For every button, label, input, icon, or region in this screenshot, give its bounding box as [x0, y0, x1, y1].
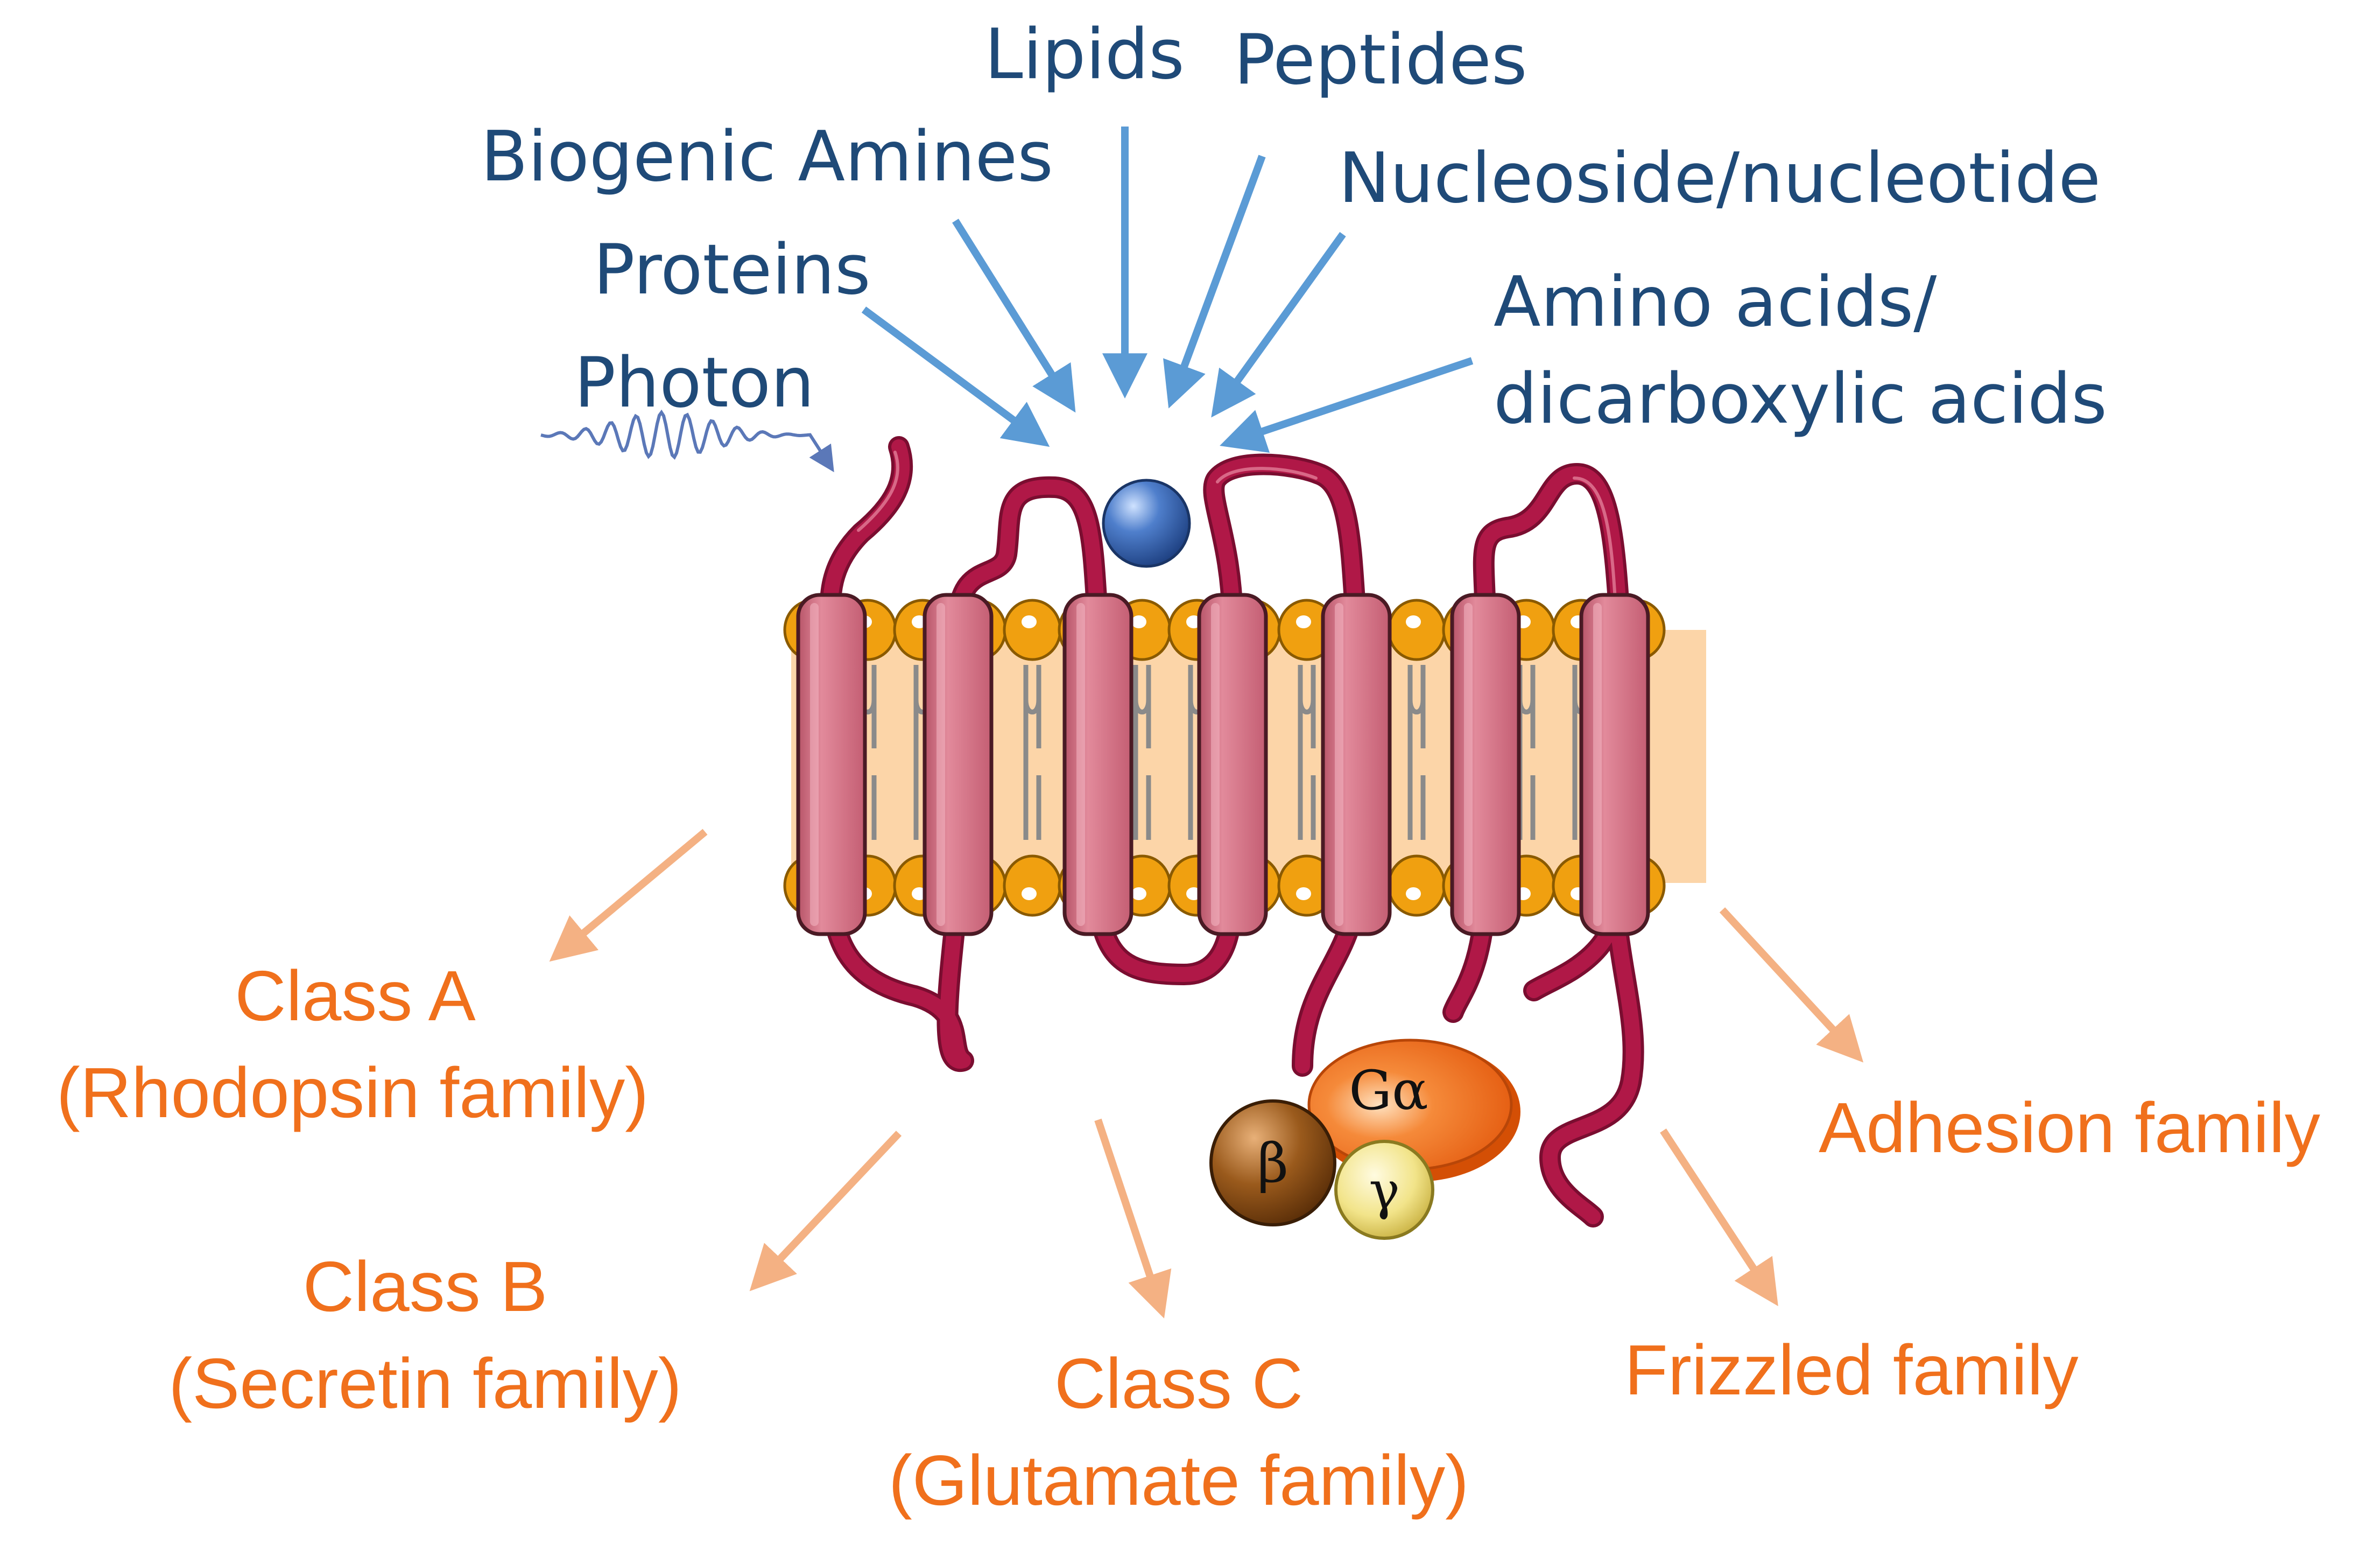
- label-amino-acids-line2: dicarboxylic acids: [1494, 359, 2107, 439]
- label-class-a-line1: Class A: [235, 956, 476, 1035]
- helix-tm4: [1197, 593, 1268, 936]
- helix-tm3: [1062, 593, 1133, 936]
- ligand-labels: Lipids Peptides Biogenic Amines Nucleosi…: [481, 15, 2107, 439]
- arrow-proteins: [861, 306, 1050, 447]
- lipid-molecule: [1277, 599, 1336, 917]
- g-alpha-label: Gα: [1349, 1059, 1428, 1122]
- arrow-frizzled: [1660, 1128, 1778, 1307]
- helix-tm6: [1450, 593, 1521, 936]
- label-amino-acids-line1: Amino acids/: [1494, 262, 1937, 342]
- arrow-class-c: [1094, 1118, 1172, 1318]
- label-biogenic-amines: Biogenic Amines: [481, 117, 1053, 197]
- photon-wave-icon: [540, 409, 834, 473]
- label-photon: Photon: [574, 343, 814, 423]
- arrow-biogenic-amines: [952, 219, 1076, 413]
- label-frizzled: Frizzled family: [1624, 1330, 2078, 1409]
- label-class-c-line1: Class C: [1054, 1344, 1303, 1423]
- arrow-amino-acids: [1220, 357, 1474, 453]
- lipid-molecule: [1003, 599, 1062, 917]
- g-gamma-subunit: [1334, 1140, 1434, 1240]
- ligand-arrows: [861, 127, 1474, 453]
- label-peptides: Peptides: [1234, 20, 1527, 100]
- class-labels: Class A (Rhodopsin family) Class B (Secr…: [57, 956, 2320, 1520]
- ligand-ball-icon: [1102, 479, 1191, 568]
- helix-tm7: [1579, 593, 1650, 936]
- label-class-c-line2: (Glutamate family): [889, 1441, 1469, 1520]
- label-class-a-line2: (Rhodopsin family): [57, 1053, 649, 1132]
- label-adhesion: Adhesion family: [1819, 1088, 2320, 1167]
- arrow-class-b: [749, 1131, 902, 1292]
- helix-tm2: [923, 593, 994, 936]
- label-proteins: Proteins: [593, 230, 870, 310]
- g-protein-complex: Gα β γ: [1209, 1039, 1520, 1240]
- transmembrane-helices: [796, 593, 1650, 936]
- class-arrows: [549, 829, 1864, 1318]
- label-nucleoside: Nucleoside/nucleotide: [1339, 138, 2101, 219]
- helix-tm1: [796, 593, 867, 936]
- label-class-b-line2: (Secretin family): [168, 1344, 682, 1423]
- g-beta-subunit: [1209, 1099, 1336, 1226]
- arrow-class-a: [549, 829, 708, 962]
- arrow-nucleoside: [1211, 232, 1346, 418]
- label-class-b-line1: Class B: [303, 1247, 548, 1326]
- g-beta-label: β: [1257, 1132, 1288, 1195]
- label-lipids: Lipids: [984, 15, 1185, 95]
- arrow-adhesion: [1719, 907, 1864, 1063]
- helix-tm5: [1321, 593, 1392, 936]
- g-gamma-label: γ: [1369, 1161, 1399, 1221]
- arrow-peptides: [1163, 155, 1266, 409]
